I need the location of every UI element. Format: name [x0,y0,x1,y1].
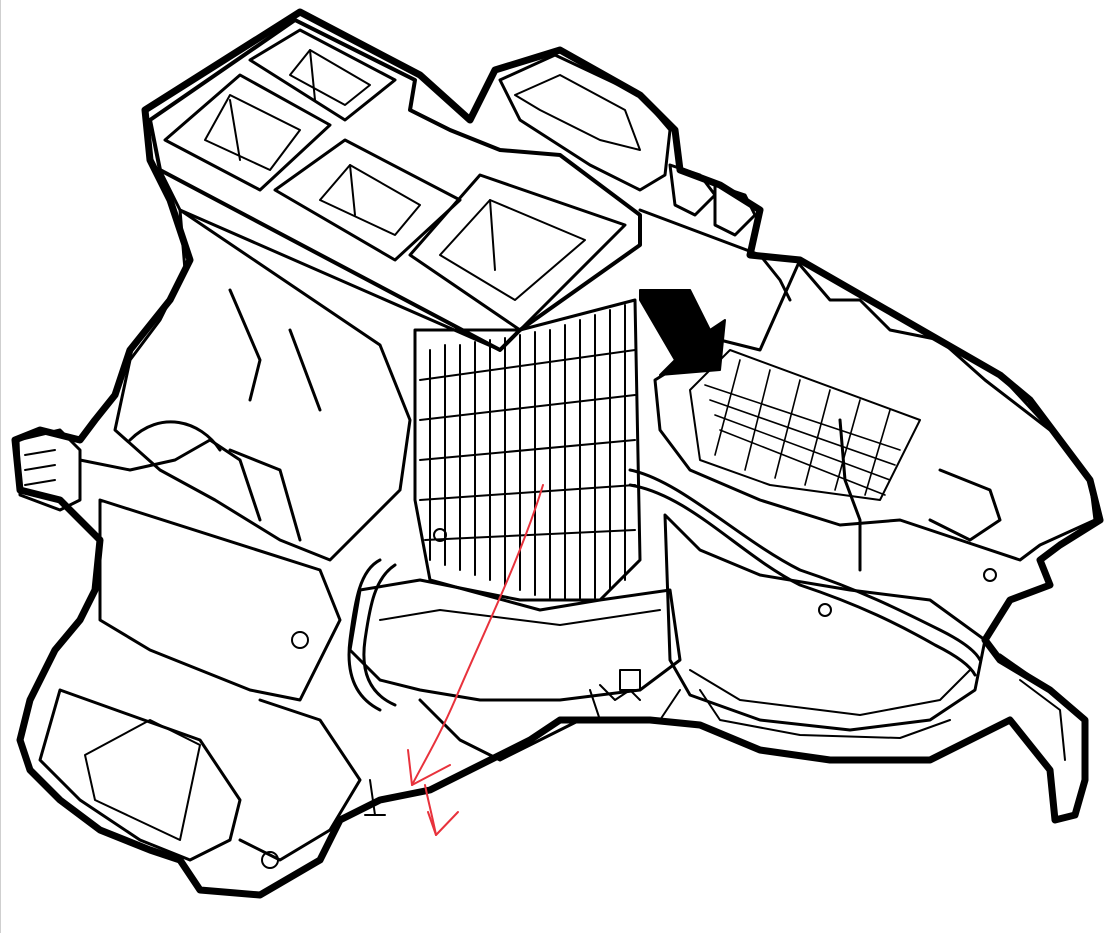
callout-arrow [639,289,726,376]
annotation-arrow-head-2 [427,811,459,836]
intake-door [498,53,792,302]
left-frame-line [0,0,1,933]
duct-outlets [148,18,642,352]
blower-housing [38,208,412,862]
annotation-arrow-line [411,484,544,786]
evaporator-fins [653,258,1097,562]
wiring-harness [347,418,982,712]
assembly-outline [11,8,1104,899]
heater-core-grid [413,298,642,612]
connector-plug [16,420,262,522]
annotation-arrow-head-1 [407,749,451,786]
annotation-arrows [407,484,544,836]
